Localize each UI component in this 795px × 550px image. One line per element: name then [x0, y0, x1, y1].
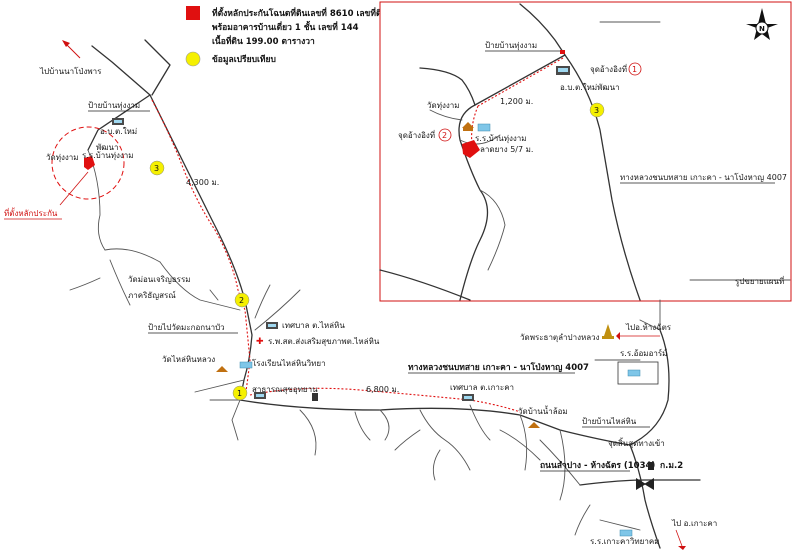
inset-ref-2-circle [438, 128, 452, 142]
label-phatthana: พัฒนา [96, 143, 118, 152]
arrow-up-hang-chat-icon [616, 332, 620, 340]
label-highway-4007: ทางหลวงชนบทสาย เกาะคา - นาโป่งหาญ 4007 [408, 362, 589, 373]
legend: ที่ตั้งหลักประกันโฉนดที่ดินเลขที่ 8610 เ… [185, 6, 408, 67]
school-koh-kha-icon [619, 529, 633, 537]
health-center-icon [254, 392, 266, 399]
legend-site-line-3: เนื้อที่ดิน 199.00 ตารางวา [212, 34, 315, 47]
site-highlight-circle [51, 126, 125, 200]
legend-compare-label: ข้อมูลเปรียบเทียบ [212, 54, 276, 65]
inset-label-sign-thung-ngam: ป้ายบ้านทุ่งงาม [485, 41, 537, 50]
label-sign-kok-na-bua: ป้ายไปวัดมะกอกนาบัว [148, 323, 225, 332]
label-health-center: สาธารณสุขอุทยาน [252, 385, 318, 394]
label-distance-6800: 6,800 ม. [366, 385, 399, 394]
label-wat-pha-that: วัดพระธาตุลำปางหลวง [520, 333, 600, 342]
label-wat-lai-hin-luang: วัดไหล่หินหลวง [162, 355, 215, 364]
label-obt-mai: อ.บ.ต.ใหม่ [100, 127, 137, 136]
label-school-thung-ngam: ร.ร.บ้านทุ่งงาม [82, 151, 134, 160]
label-municipality-koh-kha: เทศบาล ต.เกาะคา [450, 383, 514, 392]
inset-label-obt: อ.บ.ต.ใหม่พัฒนา [560, 83, 620, 92]
school-adjacent-icon [627, 369, 641, 377]
chedi-icon [602, 324, 614, 339]
compass-letter: N [759, 25, 765, 33]
legend-compare-swatch [185, 51, 201, 67]
school-adjacent-box [617, 361, 659, 385]
inset-compare-marker-3 [589, 102, 605, 118]
inset-compare-number-3: 3 [594, 106, 599, 115]
inset-flag-icon [560, 50, 565, 54]
inset-office-icon [556, 66, 570, 75]
inset-temple-icon [462, 122, 474, 131]
main-site-marker [84, 156, 95, 170]
label-school-koh-kha: ร.ร.เกาะคาวิทยาคม [590, 537, 659, 546]
inset-label-school: ร.ร.บ้านทุ่งงาม [475, 134, 527, 143]
compare-number-3: 3 [154, 164, 159, 173]
label-road-lampang: ถนนลำปาง - ห้างฉัตร (1034) [540, 460, 655, 471]
municipality-icon [266, 322, 278, 329]
label-to-hang-chat: ไปอ.ห้างฉัตร [625, 323, 672, 332]
school-lai-hin-icon [239, 361, 253, 369]
label-sign-ban-lai-hin: ป้ายบ้านไหล่หิน [582, 417, 637, 426]
hospital-icon: ✚ [256, 337, 264, 347]
inset-label-highway: ทางหลวงชนบทสาย เกาะคา - นาโป่งหาญ 4007 [620, 172, 787, 182]
label-wat-thung-ngam: วัดทุ่งงาม [46, 153, 79, 162]
legend-site-line-2: พร้อมอาคารบ้านเดี่ยว 1 ชั้น เลขที่ 144 [212, 20, 359, 33]
arrow-up-left-icon [62, 40, 70, 47]
legend-site-line-1: ที่ตั้งหลักประกันโฉนดที่ดินเลขที่ 8610 เ… [212, 6, 408, 19]
label-km-2: ก.ม.2 [660, 461, 683, 471]
temple-lai-hin-icon [216, 366, 228, 372]
label-to-koh-kha: ไป อ.เกาะคา [671, 519, 717, 528]
inset-site-marker [462, 140, 480, 158]
municipality-koh-kha-icon [462, 394, 474, 401]
label-to-na-pong-phan: ไปบ้านนาโป่งพาร [39, 66, 102, 76]
arrow-down-koh-kha-icon [678, 546, 686, 550]
inset-ref-2-number: 2 [442, 131, 447, 140]
label-municipality-lai-hin: เทศบาล ต.ไหล่หิน [282, 321, 345, 330]
compare-marker-2 [234, 292, 250, 308]
km-marker-icon [648, 462, 654, 470]
label-intersection: จุดสิ้นสุดทางเข้า [608, 437, 665, 448]
label-school-adjacent: ร.ร.อ้อมอาร์ม์ [620, 348, 667, 358]
inset-label-distance-1200: 1,200 ม. [500, 97, 533, 106]
inset-label-ref-point-2: จุดอ้างอิงที่ [398, 129, 435, 140]
compare-number-1: 1 [237, 389, 242, 398]
office-icon [112, 118, 124, 125]
inset-frame [379, 1, 792, 302]
compare-number-2: 2 [239, 296, 244, 305]
legend-site-swatch [186, 6, 200, 20]
label-collateral-location: ที่ตั้งหลักประกัน [4, 207, 58, 218]
inset-map: N 3 ป้ายบ้านทุ่งงาม จุดอ้างอิงที่ 1 อ.บ.… [379, 1, 792, 302]
compare-marker-3 [149, 160, 165, 176]
inset-ref-1-number: 1 [632, 65, 637, 74]
label-sign-thung-ngam: ป้ายบ้านทุ่งงาม [88, 101, 140, 110]
post-icon [312, 393, 318, 401]
label-wat-ban-nam-lom: วัดบ้านน้ำล้อม [518, 405, 568, 416]
inset-label-wat-thung-ngam: วัดทุ่งงาม [427, 101, 460, 110]
inset-label-ref-point-1: จุดอ้างอิงที่ [590, 63, 627, 74]
highway-junction-icon [636, 478, 654, 490]
label-wat-mon-charoen: วัดม่อนเจริญธรรม [128, 275, 191, 284]
inset-label-enlarged-map: รูปขยายแผนที่ [735, 275, 784, 287]
compare-marker-1 [232, 385, 248, 401]
inset-ref-1-circle [628, 62, 642, 76]
label-hospital: ร.พ.สต.ส่งเสริมสุขภาพต.ไหล่หิน [268, 337, 380, 346]
label-school-lai-hin: โรงเรียนไหล่หินวิทยา [252, 358, 326, 368]
main-map: ไปบ้านนาโป่งพาร ป้ายบ้านทุ่งงาม อ.บ.ต.ให… [4, 39, 717, 550]
inset-school-icon [477, 123, 491, 132]
label-distance-4300: 4,300 ม. [186, 178, 219, 187]
inset-label-concrete-road: ลาดยาง 5/7 ม. [480, 145, 533, 154]
label-wat-mon-charoen-2: ภาคริธัญสรณ์ [128, 290, 176, 300]
temple-nam-lom-icon [528, 422, 540, 428]
compass-icon: N [746, 8, 778, 40]
